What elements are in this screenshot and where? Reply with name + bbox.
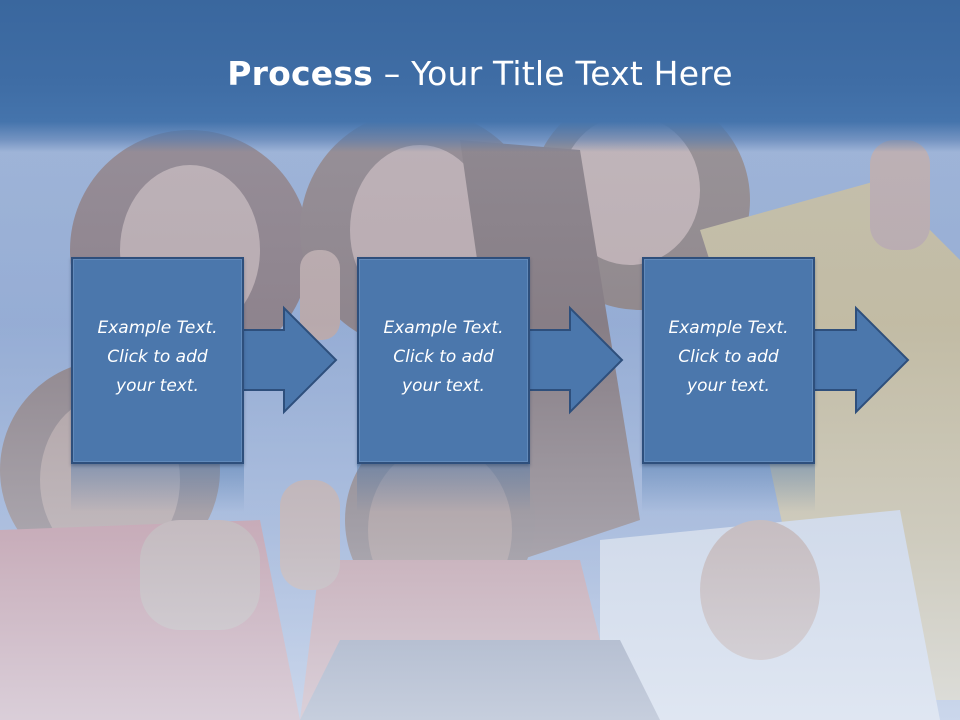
title-band [0, 0, 960, 152]
arrow-icon-3 [813, 305, 910, 415]
step-text-3: Example Text. Click to add your text. [668, 318, 789, 396]
step-reflection-2 [357, 464, 530, 512]
arrow-icon-2 [527, 305, 624, 415]
step-text-2: Example Text. Click to add your text. [383, 318, 504, 396]
title-bold: Process [227, 54, 374, 93]
step-box-1[interactable]: Example Text. Click to add your text. [71, 257, 244, 464]
title-rest: – Your Title Text Here [373, 54, 733, 93]
step-box-2[interactable]: Example Text. Click to add your text. [357, 257, 530, 464]
arrow-icon-1 [241, 305, 338, 415]
step-reflection-1 [71, 464, 244, 512]
step-box-3[interactable]: Example Text. Click to add your text. [642, 257, 815, 464]
step-reflection-3 [642, 464, 815, 512]
step-text-1: Example Text. Click to add your text. [97, 318, 218, 396]
slide-title[interactable]: Process – Your Title Text Here [0, 52, 960, 96]
